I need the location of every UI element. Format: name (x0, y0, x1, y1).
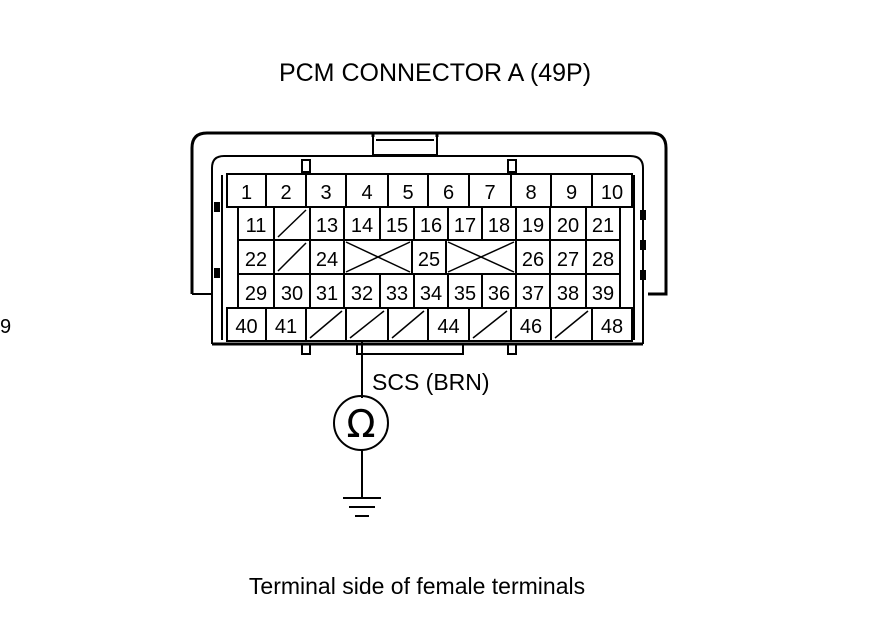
blank-terminal-mark (391, 310, 425, 339)
terminal-number: 28 (592, 249, 614, 271)
terminal-cell (413, 206, 449, 241)
terminal-number: 39 (592, 283, 614, 305)
terminal-cell (411, 239, 447, 275)
terminal-cell (549, 239, 587, 275)
terminal-number: 31 (316, 283, 338, 305)
terminal-number: 48 (601, 316, 623, 338)
terminal-cell (309, 206, 345, 241)
blank-terminal-mark (349, 310, 385, 339)
terminal-number: 41 (275, 316, 297, 338)
terminal-number: 9 (566, 182, 577, 204)
terminal-cell (585, 206, 621, 241)
terminal-cell (237, 239, 275, 275)
terminal-cell (468, 173, 512, 208)
terminal-number: 10 (601, 182, 623, 204)
terminal-cell (481, 206, 517, 241)
ground-icon (343, 497, 381, 517)
terminal-cell (309, 273, 345, 309)
terminal-number: 17 (454, 215, 476, 237)
terminal-number: 1 (241, 182, 252, 204)
terminal-number: 34 (420, 283, 442, 305)
terminal-cell (427, 307, 470, 342)
terminal-number: 7 (484, 182, 495, 204)
terminal-number: 2 (280, 182, 291, 204)
terminal-number: 44 (437, 316, 459, 338)
terminal-number: 36 (488, 283, 510, 305)
ohmmeter-icon: Ω (333, 395, 389, 451)
terminal-number: 15 (386, 215, 408, 237)
terminal-number: 22 (245, 249, 267, 271)
blank-terminal-mark (447, 241, 515, 273)
blank-terminal-mark (345, 241, 411, 273)
terminal-number: 16 (420, 215, 442, 237)
blank-terminal-mark (472, 310, 508, 339)
terminal-number: 19 (522, 215, 544, 237)
terminal-cell (265, 307, 307, 342)
terminal-number: 30 (281, 283, 303, 305)
terminal-number: 26 (522, 249, 544, 271)
terminal-number: 35 (454, 283, 476, 305)
terminal-number: 49 (0, 316, 11, 338)
ohm-symbol: Ω (346, 402, 375, 446)
diagram-title: PCM CONNECTOR A (49P) (279, 59, 591, 87)
terminal-number: 4 (361, 182, 372, 204)
caption: Terminal side of female terminals (249, 573, 585, 599)
terminal-number: 18 (488, 215, 510, 237)
blank-terminal-mark (309, 310, 343, 339)
terminal-cell (591, 173, 633, 208)
terminal-number: 37 (522, 283, 544, 305)
terminal-cell (585, 239, 621, 275)
terminal-number: 6 (443, 182, 454, 204)
terminal-number: 29 (245, 283, 267, 305)
terminal-number: 46 (520, 316, 542, 338)
terminal-number: 8 (525, 182, 536, 204)
terminal-number: 25 (418, 249, 440, 271)
terminal-number: 33 (386, 283, 408, 305)
terminal-number: 14 (351, 215, 373, 237)
blank-terminal-mark (554, 310, 589, 339)
terminal-number: 32 (351, 283, 373, 305)
terminal-cell (591, 307, 633, 342)
terminal-number: 21 (592, 215, 614, 237)
terminal-number: 11 (246, 215, 267, 237)
terminal-number: 40 (235, 316, 257, 338)
terminal-number: 38 (557, 283, 579, 305)
wire-label: SCS (BRN) (372, 369, 490, 395)
terminal-cell (549, 206, 587, 241)
connector-housing (190, 131, 668, 355)
terminal-number: 3 (320, 182, 331, 204)
blank-terminal-mark (277, 209, 307, 238)
terminal-number: 24 (316, 249, 338, 271)
terminal-number: 5 (402, 182, 413, 204)
terminal-number: 13 (316, 215, 338, 237)
blank-terminal-mark (277, 242, 307, 272)
terminal-number: 20 (557, 215, 579, 237)
terminal-cell (510, 307, 552, 342)
terminal-cell (237, 206, 275, 241)
terminal-number: 27 (557, 249, 579, 271)
